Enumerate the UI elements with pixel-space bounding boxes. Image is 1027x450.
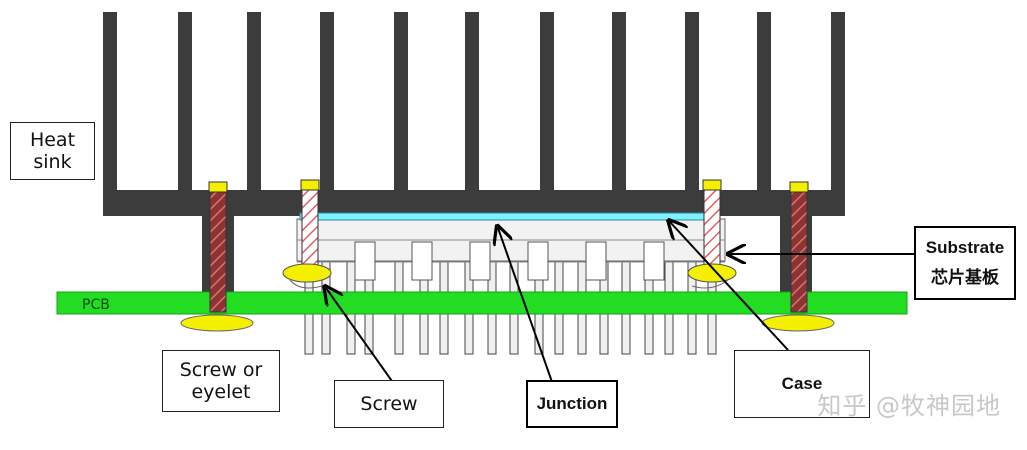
arrow-case	[670, 222, 789, 351]
mounting-screw-right	[761, 181, 835, 332]
mounting-screw-left	[180, 181, 254, 332]
arrow-screw	[326, 288, 395, 385]
pcb-label: PCB	[82, 297, 110, 313]
junction-label: Junction	[526, 380, 618, 428]
module-screw-right	[687, 179, 737, 289]
substrate-label-cn: 芯片基板	[931, 268, 999, 287]
substrate-label-en: Substrate	[925, 238, 1005, 257]
heat-sink-label: Heat sink	[10, 122, 95, 180]
heat-sink-fins	[103, 12, 845, 192]
leader-arrows	[326, 222, 914, 385]
eyelet-nut-right	[761, 314, 835, 332]
screw-or-eyelet-label: Screw or eyelet	[162, 350, 280, 412]
module-screw-left	[282, 179, 332, 289]
watermark: 知乎 @牧神园地	[817, 392, 1001, 420]
screw-label: Screw	[334, 380, 444, 428]
pcb-board: PCB	[56, 291, 908, 315]
case-pin-tabs	[354, 241, 665, 281]
substrate-layer	[299, 212, 721, 221]
case-label: Case	[734, 350, 870, 418]
substrate-label-box: Substrate 芯片基板	[914, 226, 1016, 300]
eyelet-nut-left	[180, 314, 254, 332]
arrow-junction	[498, 228, 553, 383]
